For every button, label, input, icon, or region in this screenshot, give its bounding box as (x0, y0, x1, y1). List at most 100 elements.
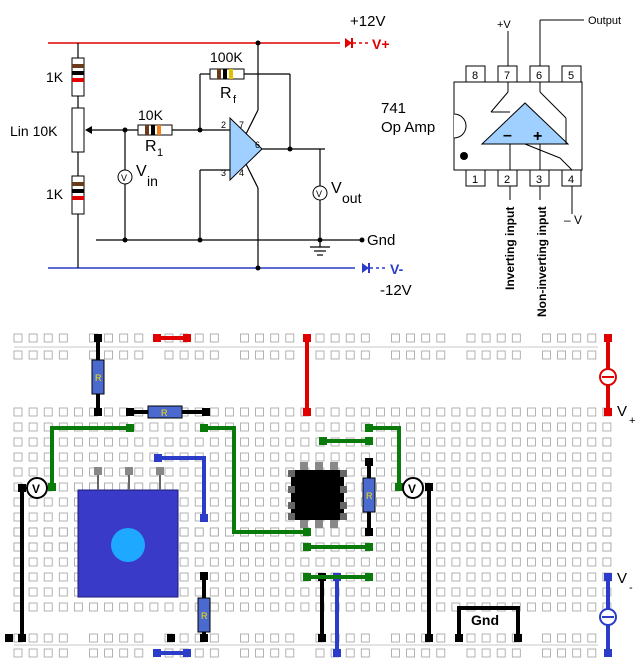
breadboard-hole (406, 407, 416, 417)
breadboard-hole (255, 452, 265, 462)
breadboard-hole (375, 602, 385, 612)
breadboard-hole (58, 482, 68, 492)
breadboard-hole (587, 648, 597, 658)
breadboard-hole (602, 452, 612, 462)
breadboard-hole (270, 572, 280, 582)
breadboard-hole (28, 602, 38, 612)
breadboard-hole (375, 482, 385, 492)
breadboard-hole (43, 633, 53, 643)
breadboard-hole (406, 512, 416, 522)
breadboard-hole (572, 452, 582, 462)
breadboard-hole (43, 648, 53, 658)
breadboard-hole (391, 350, 400, 360)
breadboard-hole (572, 437, 582, 447)
breadboard-hole (481, 512, 491, 522)
breadboard-hole (511, 482, 521, 492)
breadboard-hole (587, 587, 597, 597)
breadboard-hole (240, 407, 249, 417)
breadboard-hole (240, 437, 249, 447)
breadboard-hole (481, 527, 491, 537)
supply-positive-label: +12V (350, 13, 385, 30)
chip-pin-label: 8 (472, 70, 478, 82)
breadboard-hole (466, 350, 476, 360)
breadboard-hole (421, 333, 431, 343)
breadboard-hole (240, 542, 249, 552)
breadboard-hole (466, 648, 476, 658)
breadboard-hole (179, 633, 189, 643)
breadboard-hole (542, 648, 551, 658)
breadboard-hole (436, 587, 446, 597)
breadboard-hole (224, 557, 234, 567)
breadboard-hole (255, 572, 265, 582)
breadboard-hole (58, 633, 68, 643)
breadboard-hole (602, 512, 612, 522)
breadboard-hole (58, 452, 68, 462)
breadboard-hole (270, 497, 280, 507)
breadboard-hole (74, 467, 83, 477)
breadboard-hole (406, 437, 416, 447)
breadboard-hole (451, 437, 461, 447)
breadboard-hole (391, 407, 400, 417)
breadboard-hole (240, 557, 249, 567)
breadboard-hole (451, 527, 461, 537)
breadboard-hole (13, 452, 23, 462)
breadboard-hole (481, 633, 491, 643)
breadboard-hole (481, 407, 491, 417)
breadboard-hole (572, 482, 582, 492)
breadboard-hole (255, 557, 265, 567)
breadboard-hole (255, 333, 265, 343)
breadboard-hole (134, 333, 144, 343)
breadboard-hole (330, 350, 340, 360)
pin-7-label: 7 (239, 120, 244, 130)
breadboard-hole (436, 482, 446, 492)
breadboard-hole (481, 497, 491, 507)
svg-text:V: V (408, 482, 416, 496)
breadboard-hole (406, 557, 416, 567)
breadboard-hole (602, 482, 612, 492)
breadboard-hole (375, 437, 385, 447)
schematic: +12V V+ V- -12V 1K Lin 10K 1K 10K R 1 V … (10, 13, 412, 299)
breadboard-hole (496, 452, 506, 462)
breadboard-hole (572, 633, 582, 643)
breadboard-hole (285, 587, 295, 597)
breadboard-hole (179, 512, 189, 522)
potentiometer-knob[interactable] (111, 528, 145, 562)
breadboard-hole (496, 350, 506, 360)
breadboard-hole (587, 422, 597, 432)
negative-rail-arrow (362, 263, 369, 273)
breadboard-hole (255, 467, 265, 477)
breadboard-hole (391, 572, 400, 582)
breadboard-hole (542, 437, 551, 447)
breadboard-hole (481, 482, 491, 492)
breadboard-holes (13, 333, 612, 658)
breadboard-hole (466, 467, 476, 477)
board-resistor-2 (147, 405, 183, 419)
breadboard-hole (557, 512, 566, 522)
breadboard-hole (557, 333, 566, 343)
breadboard-hole (587, 542, 597, 552)
chip-minus-sign: – (503, 127, 512, 144)
breadboard-hole (149, 602, 159, 612)
breadboard-hole (58, 602, 68, 612)
breadboard-hole (345, 407, 355, 417)
breadboard-hole (421, 452, 431, 462)
breadboard-hole (466, 527, 476, 537)
breadboard-hole (375, 557, 385, 567)
breadboard-hole (451, 542, 461, 552)
breadboard-hole (360, 407, 370, 417)
breadboard-hole (496, 467, 506, 477)
breadboard-hole (496, 512, 506, 522)
breadboard-hole (43, 350, 53, 360)
breadboard-hole (527, 542, 536, 552)
breadboard-hole (375, 527, 385, 537)
breadboard-hole (375, 407, 385, 417)
breadboard-hole (74, 452, 83, 462)
breadboard-hole (330, 407, 340, 417)
breadboard-hole (149, 422, 159, 432)
breadboard-hole (542, 633, 551, 643)
breadboard-hole (527, 512, 536, 522)
breadboard-hole (436, 467, 446, 477)
breadboard-ic (291, 470, 344, 520)
breadboard-hole (134, 467, 144, 477)
